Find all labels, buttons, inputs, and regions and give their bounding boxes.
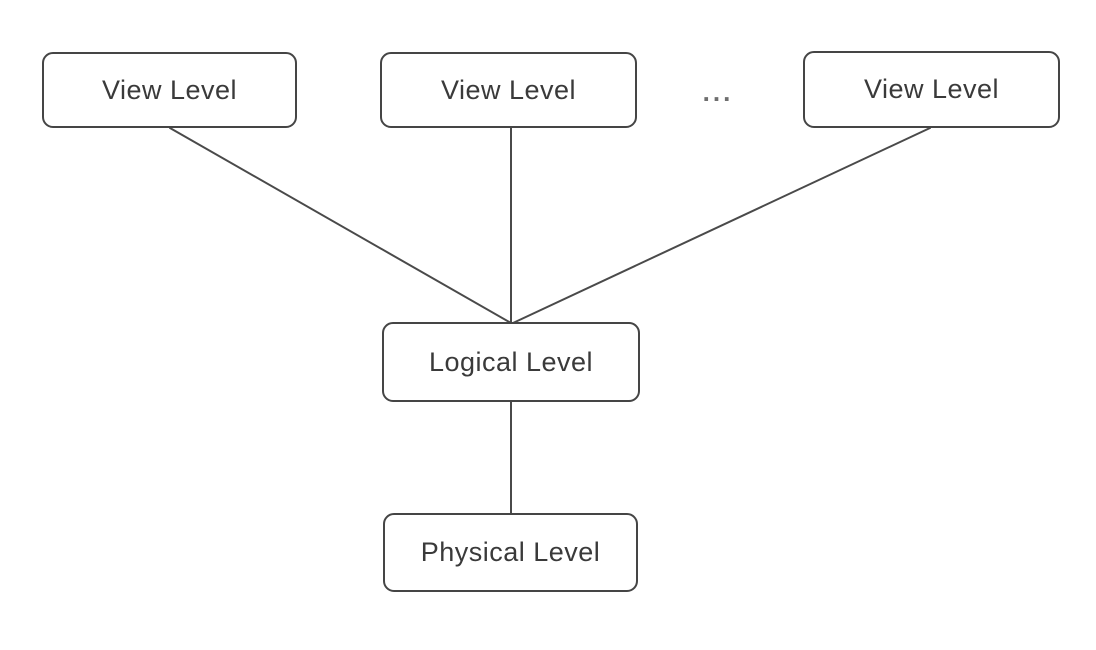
node-view-level-1: View Level	[42, 52, 297, 128]
node-physical-level: Physical Level	[383, 513, 638, 592]
connector-view3-logical	[512, 127, 931, 324]
ellipsis-label: ...	[702, 76, 734, 107]
node-view-level-3: View Level	[803, 51, 1060, 128]
node-view-level-2-label: View Level	[440, 74, 577, 105]
ellipsis-more-views: ...	[696, 76, 740, 108]
node-physical-level-label: Physical Level	[420, 537, 601, 567]
node-logical-level-label: Logical Level	[428, 346, 594, 377]
node-view-level-1-label: View Level	[101, 74, 238, 105]
node-view-level-3-label: View Level	[863, 74, 1000, 104]
node-view-level-2: View Level	[380, 52, 637, 128]
connector-view1-logical	[169, 127, 512, 324]
node-logical-level: Logical Level	[382, 322, 640, 402]
